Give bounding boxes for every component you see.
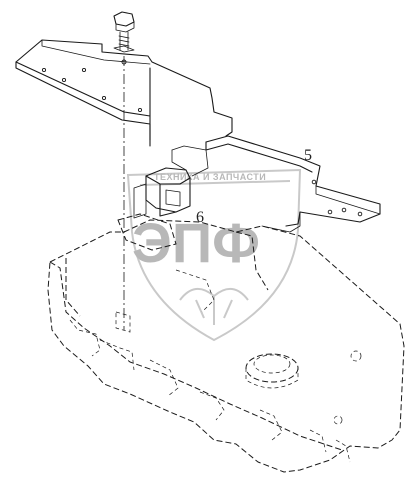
callout-5: 5 [304,147,312,164]
valve-cover [47,213,405,473]
upper-bracket [15,39,233,147]
bolt [113,11,135,65]
watermark-small-text: ТЕХНИКА И ЗАПЧАСТИ [154,172,266,182]
clip-part-6 [133,145,209,219]
callout-6: 6 [196,209,204,226]
watermark-logo: ТЕХНИКА И ЗАПЧАСТИ ЭПФ [126,168,302,342]
plate-part-5 [205,135,381,233]
